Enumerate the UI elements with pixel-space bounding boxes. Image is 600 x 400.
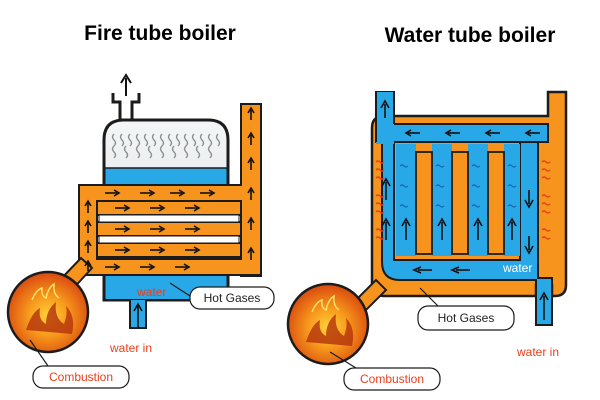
fire-tube-title: Fire tube boiler: [84, 22, 236, 45]
water-tube-bubble-marks: [399, 164, 517, 208]
water-tube-combustion-callout: Combustion: [329, 351, 441, 391]
water-tube-furnace-fire-icon: [286, 282, 370, 366]
water-tube-water-in-label: water in: [516, 345, 559, 359]
water-tube-flow-arrows: [380, 99, 549, 320]
fire-tube-hot-gases-callout: Hot Gases: [169, 282, 275, 310]
water-tube-heat-marks: [375, 160, 551, 240]
fire-tube-boiler: Fire tube boiler: [6, 22, 275, 389]
fire-tube-chimney: [111, 73, 141, 122]
fire-tube-hot-gases-label: Hot Gases: [204, 291, 261, 305]
water-tube-boiler: Water tube boiler: [286, 24, 568, 391]
fire-tube-furnace-fire-icon: [6, 270, 90, 354]
fire-tube-gas-path: [56, 103, 262, 294]
fire-tube-water-label: water: [136, 285, 166, 299]
water-tube-hot-gases-callout: Hot Gases: [417, 287, 515, 331]
water-tube-water-label: water: [502, 261, 532, 275]
fire-tube-water-in-label: water in: [109, 341, 152, 355]
water-tube-hot-gases-label: Hot Gases: [438, 311, 495, 325]
water-tube-combustion-label: Combustion: [360, 372, 424, 386]
fire-tube-combustion-label: Combustion: [49, 370, 113, 384]
fire-tube-water-inlet: [129, 300, 147, 329]
fire-tube-gas-arrows: [84, 106, 255, 271]
water-tube-title: Water tube boiler: [385, 24, 556, 47]
steam-icon: [111, 133, 221, 159]
fire-tube-combustion-callout: Combustion: [29, 339, 130, 389]
